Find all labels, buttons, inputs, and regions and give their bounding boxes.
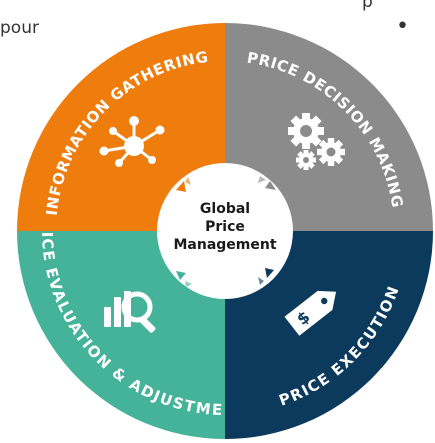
information-gathering-segment xyxy=(17,23,225,231)
hub-title-line2: Price xyxy=(205,219,245,235)
background-text-left: pour xyxy=(0,18,39,38)
gears-icon xyxy=(288,113,345,170)
background-bullet: • xyxy=(396,14,409,39)
price-execution-segment xyxy=(225,231,433,439)
hub-title-line1: Global xyxy=(200,201,250,217)
price-evaluation-segment xyxy=(17,231,225,439)
hub-title-line3: Management xyxy=(173,237,276,253)
network-nodes-icon xyxy=(99,116,165,167)
price-decision-making-segment xyxy=(225,23,433,231)
hub-circle xyxy=(157,163,293,299)
magnifier-chart-icon xyxy=(104,291,156,333)
price-tag-icon: $ xyxy=(284,290,337,336)
background-text-right: p xyxy=(362,0,373,12)
cycle-arrows-icon xyxy=(176,176,276,287)
